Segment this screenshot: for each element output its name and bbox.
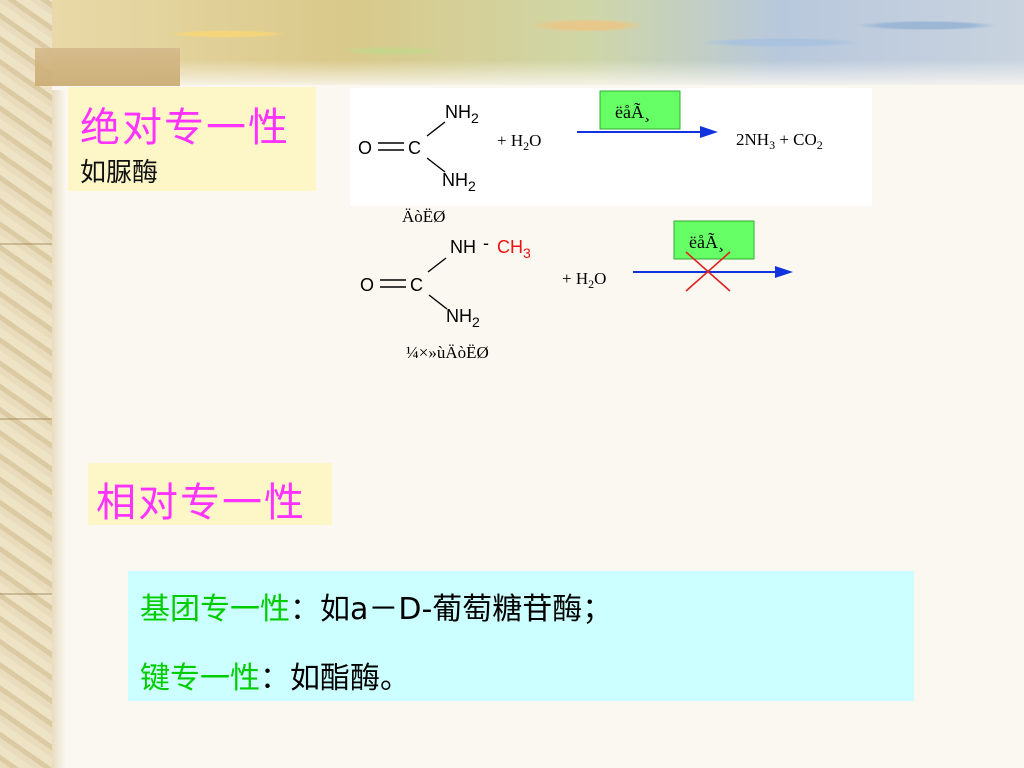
- water-reagent-2: + H2O: [562, 269, 606, 291]
- methylurea-nh: NH: [450, 237, 476, 257]
- methylurea-name: ¼×»ùÄòËØ: [406, 343, 489, 362]
- group-specificity-text: ：如a－D-葡萄糖苷酶；: [290, 592, 613, 627]
- bond-specificity-label: 键专一性: [140, 661, 260, 696]
- bond-specificity-text: ：如酯酶。: [260, 661, 410, 696]
- bond-upper: [426, 121, 446, 137]
- urea-carbon: C: [408, 138, 421, 158]
- urea-reaction-diagram: NH2 O C NH2 + H2O ëåÃ¸ 2NH3 + CO2 ÄòËØ N…: [358, 90, 823, 362]
- examples-box: [128, 571, 914, 701]
- urea-name: ÄòËØ: [402, 207, 445, 226]
- enzyme-label-2: ëåÃ¸: [689, 231, 724, 252]
- methylurea-dash: -: [483, 233, 489, 253]
- group-specificity-label: 基团专一性: [140, 592, 290, 627]
- banner-bar: [35, 48, 180, 86]
- absolute-specificity-example: 如脲酶: [80, 158, 159, 188]
- parchment-left-strip: [0, 0, 52, 768]
- reaction-2-methylurea: NH - CH3 O C NH2 + H2O ëåÃ¸ ¼×»ùÄòËØ: [360, 220, 793, 362]
- bond-lower: [426, 157, 446, 173]
- methylurea-oxygen: O: [360, 275, 374, 295]
- bond-lower-2: [428, 294, 448, 310]
- relative-specificity-box: [88, 463, 332, 525]
- reaction-arrow-1-head: [700, 126, 718, 138]
- products: 2NH3 + CO2: [736, 130, 823, 152]
- no-reaction-cross-b: [685, 251, 731, 292]
- absolute-specificity-title: 绝对专一性: [80, 105, 290, 151]
- enzyme-label-1: ëåÃ¸: [615, 101, 650, 122]
- absolute-specificity-box: [68, 87, 316, 191]
- bond-specificity-line: 键专一性：如酯酶。: [140, 653, 410, 697]
- relative-specificity-title: 相对专一性: [96, 480, 306, 526]
- urea-nh2-top: NH2: [445, 102, 479, 126]
- group-specificity-line: 基团专一性：如a－D-葡萄糖苷酶；: [140, 584, 612, 628]
- urea-nh2-bottom: NH2: [442, 170, 476, 194]
- methyl-group: CH3: [497, 237, 531, 261]
- bond-upper-2: [427, 257, 447, 273]
- banner-fade: [52, 60, 1024, 90]
- urea-oxygen: O: [358, 138, 372, 158]
- parchment-left-edge: [52, 0, 66, 768]
- methylurea-carbon: C: [410, 275, 423, 295]
- methylurea-nh2: NH2: [446, 306, 480, 330]
- water-reagent: + H2O: [497, 131, 541, 153]
- reaction-arrow-2-head: [775, 266, 793, 278]
- enzyme-box-1: [599, 90, 681, 130]
- reaction-1-urea: NH2 O C NH2 + H2O ëåÃ¸ 2NH3 + CO2 ÄòËØ: [358, 90, 823, 226]
